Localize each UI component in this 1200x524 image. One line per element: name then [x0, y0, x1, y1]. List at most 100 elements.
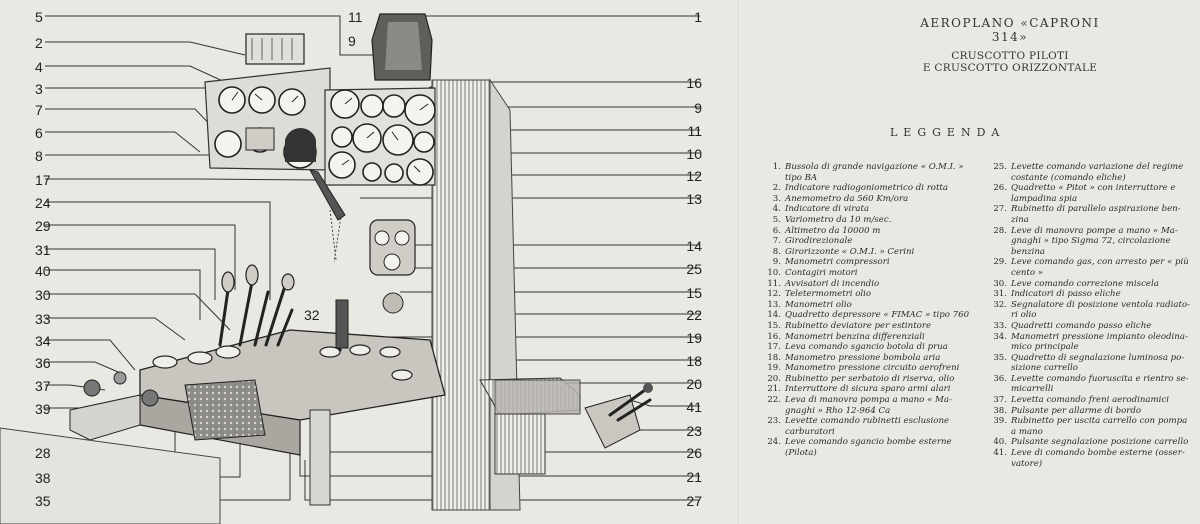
legend-item-text: mico principale — [1011, 342, 1079, 353]
callout-number: 31 — [35, 242, 51, 258]
legend-item-number: 23. — [767, 416, 781, 427]
legend-item-text: sizione carrello — [1011, 363, 1078, 374]
legend-item-number: 17. — [767, 342, 781, 353]
legend-item: 24. Leve comando sgancio bombe esterne — [763, 437, 985, 448]
legend-item-number — [763, 173, 781, 184]
legend-item-text: Leve comando correzione miscela — [1011, 278, 1159, 289]
legend-item-number: 1. — [772, 162, 781, 172]
legend-item-text: Manometri pressione impianto oleodina- — [1011, 331, 1188, 342]
legend-item: 4.Indicatore di virata — [763, 204, 985, 215]
legend-item-text: Leva di manovra pompa a mano « Ma- — [785, 395, 952, 406]
callout-number: 21 — [686, 469, 702, 485]
legend-item: 33. Quadretti comando passo eliche — [989, 321, 1197, 332]
legend-item: 35.Quadretto di segnalazione luminosa po… — [989, 353, 1197, 364]
legend-item: 7.Girodirezionale — [763, 236, 985, 247]
callout-number: 27 — [686, 493, 702, 509]
legend-item: 25.Levette comando variazione del regime — [989, 162, 1197, 173]
callout-number: 9 — [348, 33, 356, 49]
callout-number: 29 — [35, 218, 51, 234]
legend-item: 32.Segnalatore di posizione ventola radi… — [989, 300, 1197, 311]
legend-item-text: vatore) — [1011, 458, 1043, 469]
legend-item: 13.Manometri olio — [763, 300, 985, 311]
legend-item-text: lampadina spia — [1011, 193, 1078, 204]
legend-item: 18.Manometro pressione bombola aria — [763, 353, 985, 364]
legend-item-number: 34. — [993, 331, 1007, 342]
legend-item-number: 33. — [993, 320, 1007, 331]
legend-item-text: ri olio — [1011, 310, 1037, 321]
callout-number: 11 — [348, 9, 363, 25]
legend-item: 26.Quadretto « Pitot » con interruttore … — [989, 183, 1197, 194]
callout-number: 36 — [35, 355, 51, 371]
legend-item: 2. Indicatore radiogoniometrico di rotta — [763, 183, 985, 194]
legend-item-text: Contagiri motori — [785, 267, 858, 278]
legend-item-number: 29. — [993, 257, 1007, 268]
legend-item-number: 4. — [772, 204, 781, 215]
legend-item-text: Leve comando sgancio bombe esterne — [785, 437, 952, 448]
legend-item: 14.Quadretto depressore « FIMAC » tipo 7… — [763, 310, 985, 321]
legend-item-text: gnaghi » Rho 12-964 Ca — [785, 405, 891, 416]
callout-number: 20 — [686, 376, 702, 392]
legend-item-text: Indicatori di passo eliche — [1011, 289, 1121, 300]
legend-item-number — [989, 342, 1007, 353]
legend-item-number: 18. — [767, 352, 781, 363]
legend-item: 37. Levetta comando freni aerodinamici — [989, 395, 1197, 406]
legend-item-text: Quadretto « Pitot » con interruttore e — [1011, 183, 1176, 194]
legend-item: a mano — [989, 427, 1197, 438]
legend-item: 16.Manometri benzina differenziali — [763, 332, 985, 343]
legend-item-number: 31. — [993, 289, 1007, 300]
legend-column-left: 1.Bussola di grande navigazione « O.M.I.… — [763, 162, 985, 459]
legend-column-right: 25.Levette comando variazione del regime… — [989, 162, 1197, 469]
legend-item-text: Levetta comando freni aerodinamici — [1011, 395, 1169, 406]
legend-item-number: 24. — [767, 437, 781, 448]
legend-item-text: Manometri olio — [785, 299, 852, 310]
legend-item-text: Levette comando variazione del regime — [1011, 162, 1184, 172]
legend-item-number — [989, 194, 1007, 205]
legend-item: 11.Avvisatori di incendio — [763, 279, 985, 290]
legend-item: lampadina spia — [989, 194, 1197, 205]
legend-item: vatore) — [989, 459, 1197, 470]
legend-item: 28.Leve di manovra pompe a mano « Ma- — [989, 226, 1197, 237]
callout-number: 12 — [686, 168, 702, 184]
page-title: AEROPLANO «CAPRONI 314» — [920, 16, 1100, 44]
legend-item-number: 9. — [772, 257, 781, 268]
legend-item: 30.Leve comando correzione miscela — [989, 279, 1197, 290]
legend-item-text: tipo BA — [785, 172, 818, 183]
legend-item-number — [763, 427, 781, 438]
legend-item-number — [763, 448, 781, 459]
callout-number: 17 — [35, 172, 51, 188]
legend-item: 15.Rubinetto deviatore per estintore — [763, 321, 985, 332]
legend-item-number — [989, 173, 1007, 184]
legend-item: 27.Rubinetto di parallelo aspirazione be… — [989, 204, 1197, 215]
legend-item-text: Quadretti comando passo eliche — [1011, 320, 1152, 331]
title-block: AEROPLANO «CAPRONI 314» CRUSCOTTO PILOTI… — [900, 16, 1120, 74]
legend-item-text: Avvisatori di incendio — [785, 278, 880, 289]
legend-item-text: costante (comando eliche) — [1011, 172, 1126, 183]
legend-item-number: 2. — [772, 183, 781, 194]
legend-item-text: Indicatore radiogoniometrico di rotta — [785, 183, 949, 194]
legend-item-number: 37. — [993, 395, 1007, 406]
legend-item-text: micarrelli — [1011, 384, 1054, 395]
legend-item: ri olio — [989, 310, 1197, 321]
legend-heading: LEGGENDA — [890, 126, 1006, 139]
legend-item: carburatori — [763, 427, 985, 438]
legend-item-number: 20. — [767, 373, 781, 384]
legend-item-number: 15. — [767, 320, 781, 331]
legend-item: cento » — [989, 268, 1197, 279]
callout-number: 26 — [686, 445, 702, 461]
callout-number: 3 — [35, 81, 43, 97]
legend-item-number: 3. — [772, 193, 781, 204]
legend-item-number: 39. — [993, 416, 1007, 427]
legend-item-number: 38. — [993, 405, 1007, 416]
legend-item-number: 5. — [772, 214, 781, 225]
callout-number: 22 — [686, 307, 702, 323]
legend-item-text: benzina — [1011, 246, 1046, 257]
callout-number: 4 — [35, 59, 43, 75]
legend-item: 8.Girorizzonte « O.M.I. » Cerini — [763, 247, 985, 258]
legend-item-number: 27. — [993, 204, 1007, 215]
legend-item-number — [989, 363, 1007, 374]
legend-item-number: 10. — [767, 267, 781, 278]
legend-item-text: Leve di comando bombe esterne (osser- — [1011, 448, 1185, 459]
callout-number: 10 — [686, 146, 702, 162]
legend-item: (Pilota) — [763, 448, 985, 459]
